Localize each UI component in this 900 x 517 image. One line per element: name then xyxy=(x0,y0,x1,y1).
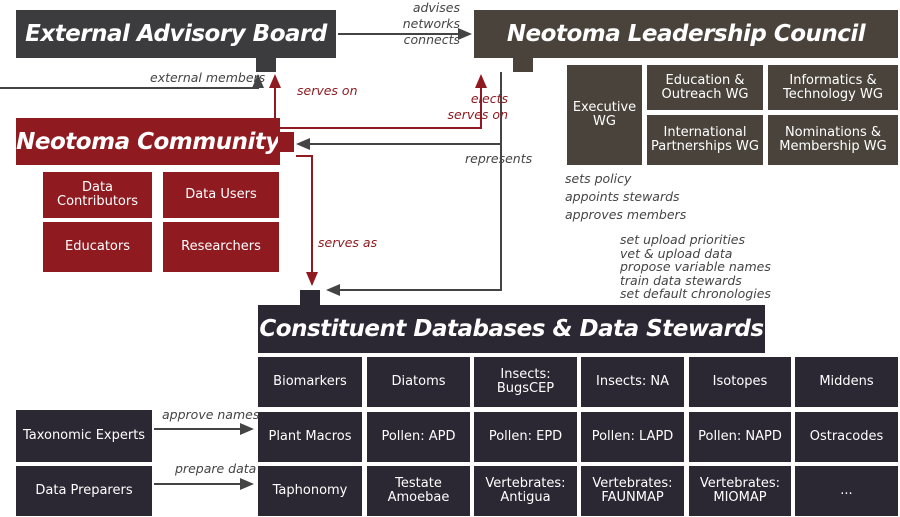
group-data-contributors: Data Contributors xyxy=(43,172,152,218)
community-tab xyxy=(278,132,294,152)
database-cell: Vertebrates: FAUNMAP xyxy=(581,466,684,516)
serves-as-label: serves as xyxy=(318,235,378,250)
database-name: Middens xyxy=(819,374,874,389)
database-name: Taphonomy xyxy=(272,483,348,498)
constituent-databases: Constituent Databases & Data Stewards xyxy=(258,305,765,353)
council-constituent-arrow xyxy=(326,144,502,296)
database-cell: Pollen: EPD xyxy=(474,412,577,462)
database-cell: Middens xyxy=(795,357,898,407)
database-name: Diatoms xyxy=(391,374,446,389)
constituent-tab xyxy=(300,290,320,306)
represents-label: represents xyxy=(465,151,533,166)
external-advisory-board: External Advisory Board xyxy=(16,10,336,58)
serves-on-label: serves on xyxy=(297,83,358,98)
database-name: Biomarkers xyxy=(273,374,347,389)
database-cell: Vertebrates: MIOMAP xyxy=(689,466,791,516)
elects-arrow xyxy=(275,74,487,129)
database-name: Vertebrates: FAUNMAP xyxy=(592,476,673,505)
database-name: Pollen: NAPD xyxy=(698,429,782,444)
database-name: Vertebrates: Antigua xyxy=(485,476,566,505)
database-cell: Pollen: APD xyxy=(367,412,470,462)
database-cell: Biomarkers xyxy=(258,357,362,407)
database-cell: Vertebrates: Antigua xyxy=(474,466,577,516)
database-cell: Pollen: LAPD xyxy=(581,412,684,462)
wg-informatics: Informatics & Technology WG xyxy=(768,65,898,110)
database-name: Insects: NA xyxy=(596,374,669,389)
database-name: ... xyxy=(840,483,853,498)
wg-executive: Executive WG xyxy=(567,65,642,165)
database-name: Pollen: LAPD xyxy=(591,429,674,444)
constituent-title: Constituent Databases & Data Stewards xyxy=(259,316,764,342)
database-name: Pollen: APD xyxy=(381,429,456,444)
external-members-arrow xyxy=(0,74,264,89)
database-name: Insects: BugsCEP xyxy=(496,367,555,396)
prepare-data-label: prepare data xyxy=(175,461,257,476)
database-cell: Insects: NA xyxy=(581,357,684,407)
database-cell: Taphonomy xyxy=(258,466,362,516)
database-name: Pollen: EPD xyxy=(488,429,563,444)
group-researchers: Researchers xyxy=(163,222,279,272)
database-cell: Insects: BugsCEP xyxy=(474,357,577,407)
database-cell: Testate Amoebae xyxy=(367,466,470,516)
wg-international: International Partnerships WG xyxy=(647,115,763,165)
database-cell: Plant Macros xyxy=(258,412,362,462)
serves-as-arrow xyxy=(296,155,318,286)
wg-education: Education & Outreach WG xyxy=(647,65,763,110)
leadership-council: Neotoma Leadership Council xyxy=(474,10,898,58)
taxonomic-experts: Taxonomic Experts xyxy=(16,410,152,462)
group-educators: Educators xyxy=(43,222,152,272)
database-cell: Diatoms xyxy=(367,357,470,407)
database-cell: Ostracodes xyxy=(795,412,898,462)
database-name: Isotopes xyxy=(712,374,768,389)
group-data-users: Data Users xyxy=(163,172,279,218)
database-cell: Pollen: NAPD xyxy=(689,412,791,462)
board-tab xyxy=(256,56,276,72)
database-cell: ... xyxy=(795,466,898,516)
data-preparers: Data Preparers xyxy=(16,466,152,516)
database-name: Plant Macros xyxy=(268,429,352,444)
database-cell: Isotopes xyxy=(689,357,791,407)
council-title: Neotoma Leadership Council xyxy=(506,21,866,47)
database-name: Vertebrates: MIOMAP xyxy=(699,476,781,505)
database-name: Ostracodes xyxy=(809,429,884,444)
wg-nominations: Nominations & Membership WG xyxy=(768,115,898,165)
council-tab xyxy=(513,56,533,72)
neotoma-community: Neotoma Community xyxy=(16,118,280,165)
community-title: Neotoma Community xyxy=(16,128,280,155)
database-name: Testate Amoebae xyxy=(387,476,450,505)
board-title: External Advisory Board xyxy=(25,21,327,47)
external-members-label: external members xyxy=(150,70,266,85)
approve-names-label: approve names xyxy=(162,407,260,422)
